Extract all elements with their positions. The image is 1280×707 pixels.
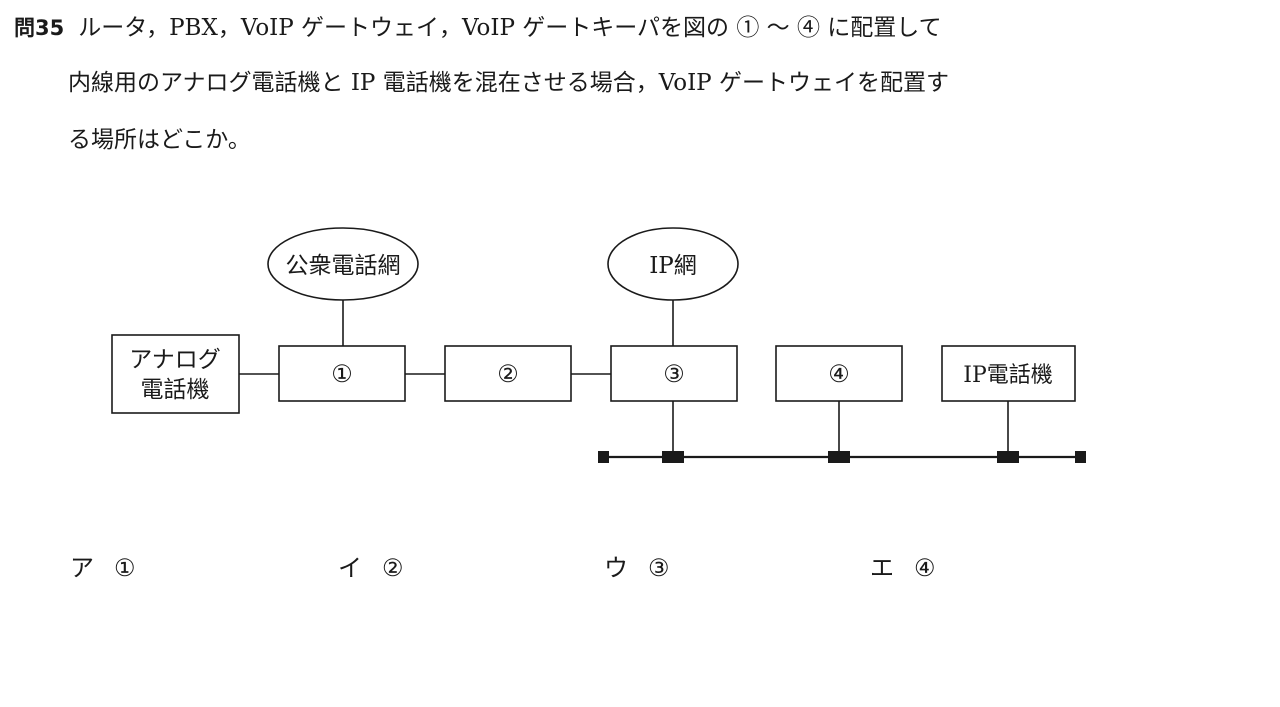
question-line-2: 内線用のアナログ電話機と IP 電話機を混在させる場合，VoIP ゲートウェイを… — [68, 70, 949, 96]
box-1-label: ① — [331, 360, 353, 388]
box-3-label: ③ — [663, 360, 685, 388]
lan-connector-4 — [828, 451, 850, 463]
lan-terminator-right — [1075, 451, 1086, 463]
choice-u-value: ③ — [648, 554, 670, 582]
public-network-label: 公衆電話網 — [286, 253, 401, 279]
lan-connector-3 — [662, 451, 684, 463]
choice-a-value: ① — [114, 554, 136, 582]
choice-u-letter: ウ — [604, 554, 628, 582]
choice-i-value: ② — [382, 554, 404, 582]
lan-connector-ip-phone — [997, 451, 1019, 463]
choice-a-letter: ア — [70, 554, 94, 582]
analog-phone-label-line1: アナログ — [129, 347, 221, 373]
ip-network-label: IP網 — [649, 253, 697, 279]
box-2-label: ② — [497, 360, 519, 388]
question-number: 問35 — [14, 16, 65, 40]
analog-phone-label-line2: 電話機 — [141, 377, 210, 403]
choice-i-letter: イ — [338, 554, 362, 582]
question-line-1-text: ルータ，PBX，VoIP ゲートウェイ，VoIP ゲートキーパを図の ① ～ ④… — [78, 15, 942, 41]
ip-phone-label: IP電話機 — [963, 363, 1053, 388]
question-line-3: る場所はどこか。 — [68, 127, 251, 153]
lan-terminator-left — [598, 451, 609, 463]
question-line-1: 問35 ルータ，PBX，VoIP ゲートウェイ，VoIP ゲートキーパを図の ① … — [14, 12, 942, 44]
choice-e-letter: エ — [870, 554, 894, 582]
choice-e-value: ④ — [914, 554, 936, 582]
box-4-label: ④ — [828, 360, 850, 388]
